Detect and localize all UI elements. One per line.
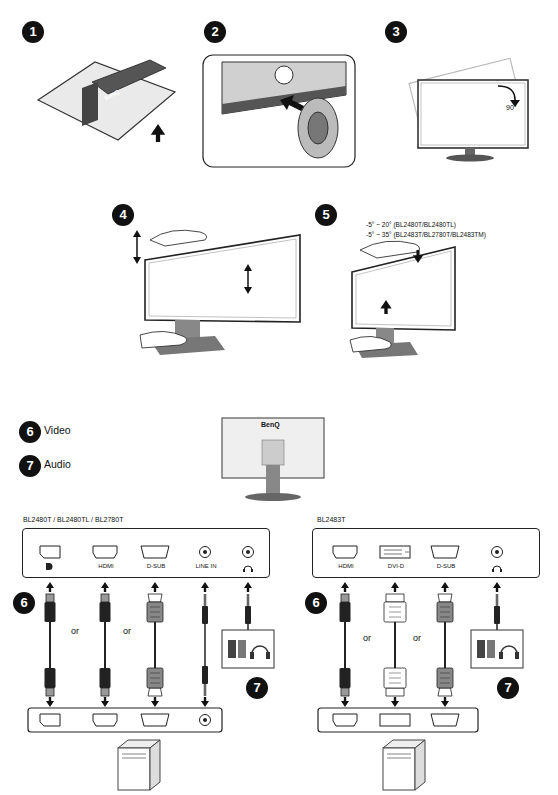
tilt-range-note: -5° ~ 20° (BL2480T/BL2480TL) — [366, 221, 456, 228]
port-label: DVI-D — [388, 563, 404, 570]
port-panel: BL2483THDMIDVI-DD-SUB — [312, 528, 540, 578]
brand-logo: BenQ — [261, 421, 280, 429]
port-label: LINE IN — [195, 563, 216, 570]
port-label: HDMI — [98, 563, 113, 570]
legend-label: Audio — [44, 459, 71, 471]
model-heading: BL2480T / BL2480TL / BL2780T — [23, 516, 123, 524]
callout-number: 6 — [305, 592, 327, 614]
or-label: or — [413, 634, 421, 644]
callout-number: 7 — [497, 677, 519, 699]
model-heading: BL2483T — [317, 516, 345, 524]
tilt-range-note: -5° ~ 35° (BL2483T/BL2780T/BL2483TM) — [366, 231, 486, 238]
callout-number: 6 — [19, 421, 41, 443]
or-label: or — [71, 627, 79, 637]
step-number: 4 — [112, 204, 134, 226]
step-number: 3 — [385, 21, 407, 43]
or-label: or — [123, 627, 131, 637]
port-label: HDMI — [338, 563, 353, 570]
callout-number: 7 — [246, 677, 268, 699]
callout-number: 7 — [19, 455, 41, 477]
legend-label: Video — [44, 425, 71, 437]
step-number: 2 — [204, 21, 226, 43]
step-number: 1 — [22, 21, 44, 43]
port-label: D-SUB — [147, 563, 166, 570]
port-label: D-SUB — [437, 563, 456, 570]
or-label: or — [363, 634, 371, 644]
port-panel: BL2480T / BL2480TL / BL2780THDMID-SUBLIN… — [22, 528, 270, 578]
angle-label: 90° — [506, 104, 517, 112]
callout-number: 6 — [13, 592, 35, 614]
step-number: 5 — [315, 204, 337, 226]
